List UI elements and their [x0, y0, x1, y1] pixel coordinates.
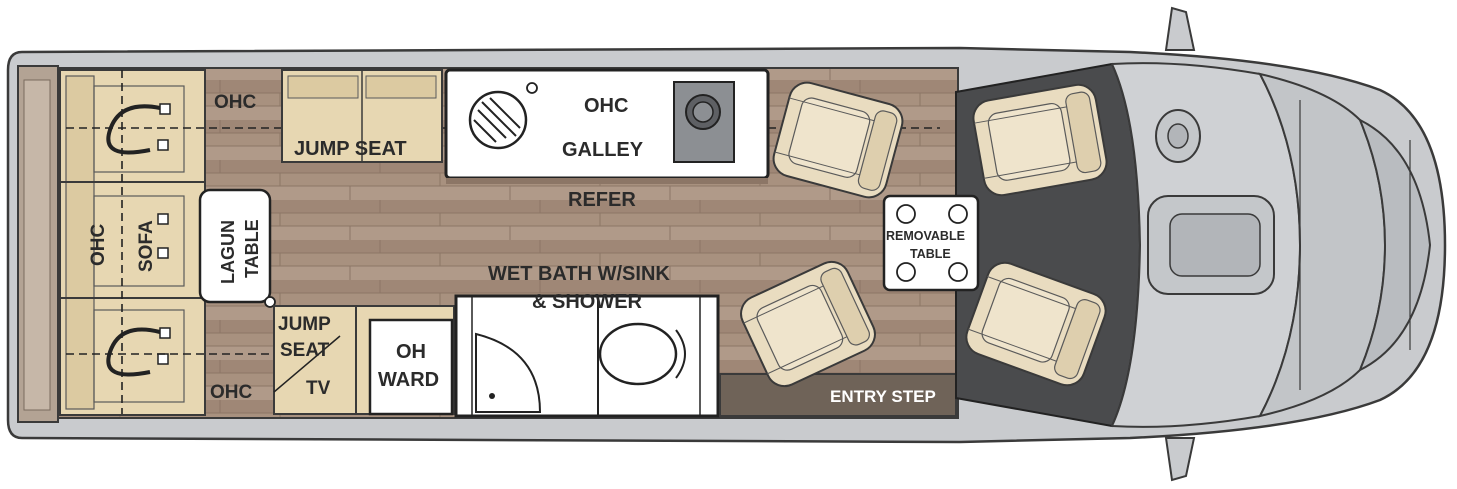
oh-ward: [355, 305, 455, 416]
label-refer: REFER: [568, 189, 636, 211]
label-ohc-top-left: OHC: [214, 92, 257, 113]
label-lagun-table: TABLE: [242, 219, 262, 278]
label-ohc-galley: OHC: [584, 95, 628, 117]
chair-driver: [972, 83, 1108, 197]
removable-table: [882, 194, 980, 292]
refer: [446, 178, 768, 184]
label-removable: REMOVABLE: [886, 229, 965, 243]
mirror-top: [1164, 6, 1196, 51]
entry-step: [719, 373, 957, 417]
label-ohc-rear: OHC: [88, 224, 109, 267]
dashboard: [1110, 62, 1432, 428]
sofa: [59, 69, 206, 416]
label-oh: OH: [396, 341, 426, 363]
jump-seat-top: [281, 69, 443, 163]
label-jump-seat-bottom-2: SEAT: [280, 340, 330, 361]
galley: [444, 68, 770, 180]
label-ward: WARD: [378, 369, 439, 391]
wet-bath: [454, 294, 720, 418]
mirror-bottom: [1164, 437, 1196, 482]
chair-passenger: [965, 261, 1107, 387]
chair-galley: [772, 81, 904, 199]
jump-seat-bottom: [273, 305, 357, 415]
label-shower: & SHOWER: [532, 291, 643, 313]
label-tv: TV: [306, 378, 331, 399]
label-jump-seat-top: JUMP SEAT: [294, 138, 407, 160]
label-wet-bath: WET BATH W/SINK: [488, 263, 670, 285]
lagun-table: [198, 188, 272, 304]
label-jump-seat-bottom-1: JUMP: [278, 314, 331, 335]
label-entry-step: ENTRY STEP: [830, 387, 936, 406]
chair-bath: [740, 260, 876, 388]
label-removable-table: TABLE: [910, 247, 951, 261]
label-galley: GALLEY: [562, 139, 644, 161]
label-lagun: LAGUN: [218, 220, 238, 284]
label-ohc-bottom-left: OHC: [210, 382, 253, 403]
label-sofa: SOFA: [136, 220, 157, 272]
